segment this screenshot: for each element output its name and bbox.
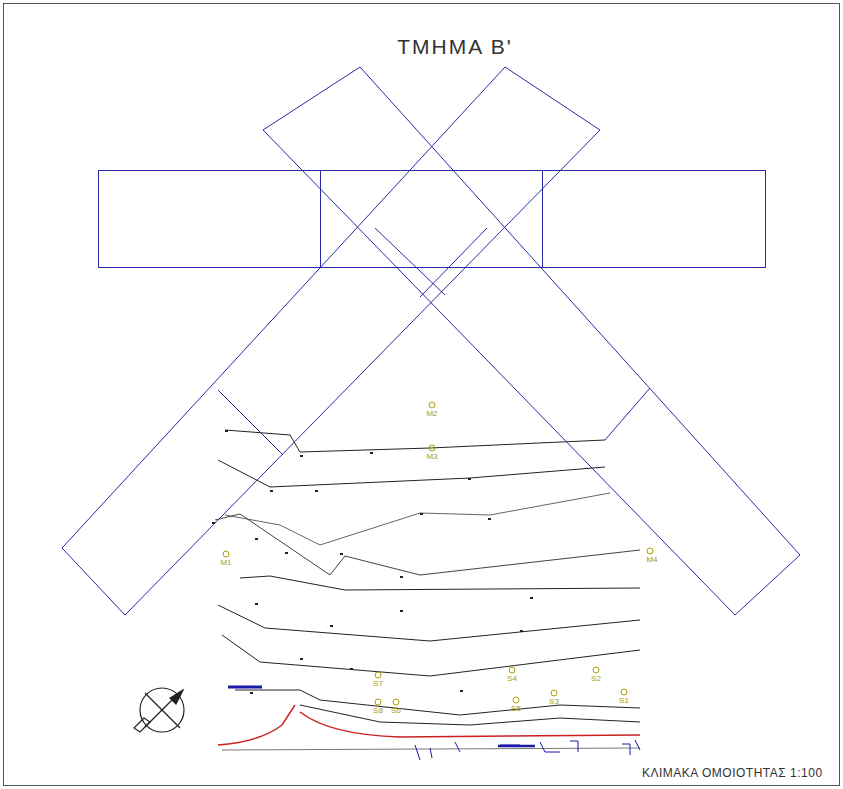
photo-footprints [62,67,800,615]
control-point-label: S4 [507,675,517,683]
contour-lines [215,430,640,725]
sheet-title: ΤΜΗΜΑ Β' [397,36,513,57]
control-point-symbols [223,402,653,705]
control-point-label: M3 [426,453,437,461]
north-arrow [134,688,184,732]
control-point-label: S3 [549,698,559,706]
sheet-border [4,4,840,786]
control-point-label: S6 [391,707,401,715]
control-point-label: M4 [646,556,657,564]
control-point-label: M2 [426,410,437,418]
scale-caption: ΚΛΙΜΑΚΑ ΟΜΟΙΟΤΗΤΑΣ 1:100 [642,767,823,779]
road-edge [218,687,640,760]
control-point-label: S2 [591,675,601,683]
control-point-label: S7 [373,680,383,688]
control-point-label: M1 [220,559,231,567]
control-point-label: S5 [511,705,521,713]
control-point-label: S1 [619,697,629,705]
control-point-label: S8 [373,707,383,715]
spot-heights [212,430,533,694]
